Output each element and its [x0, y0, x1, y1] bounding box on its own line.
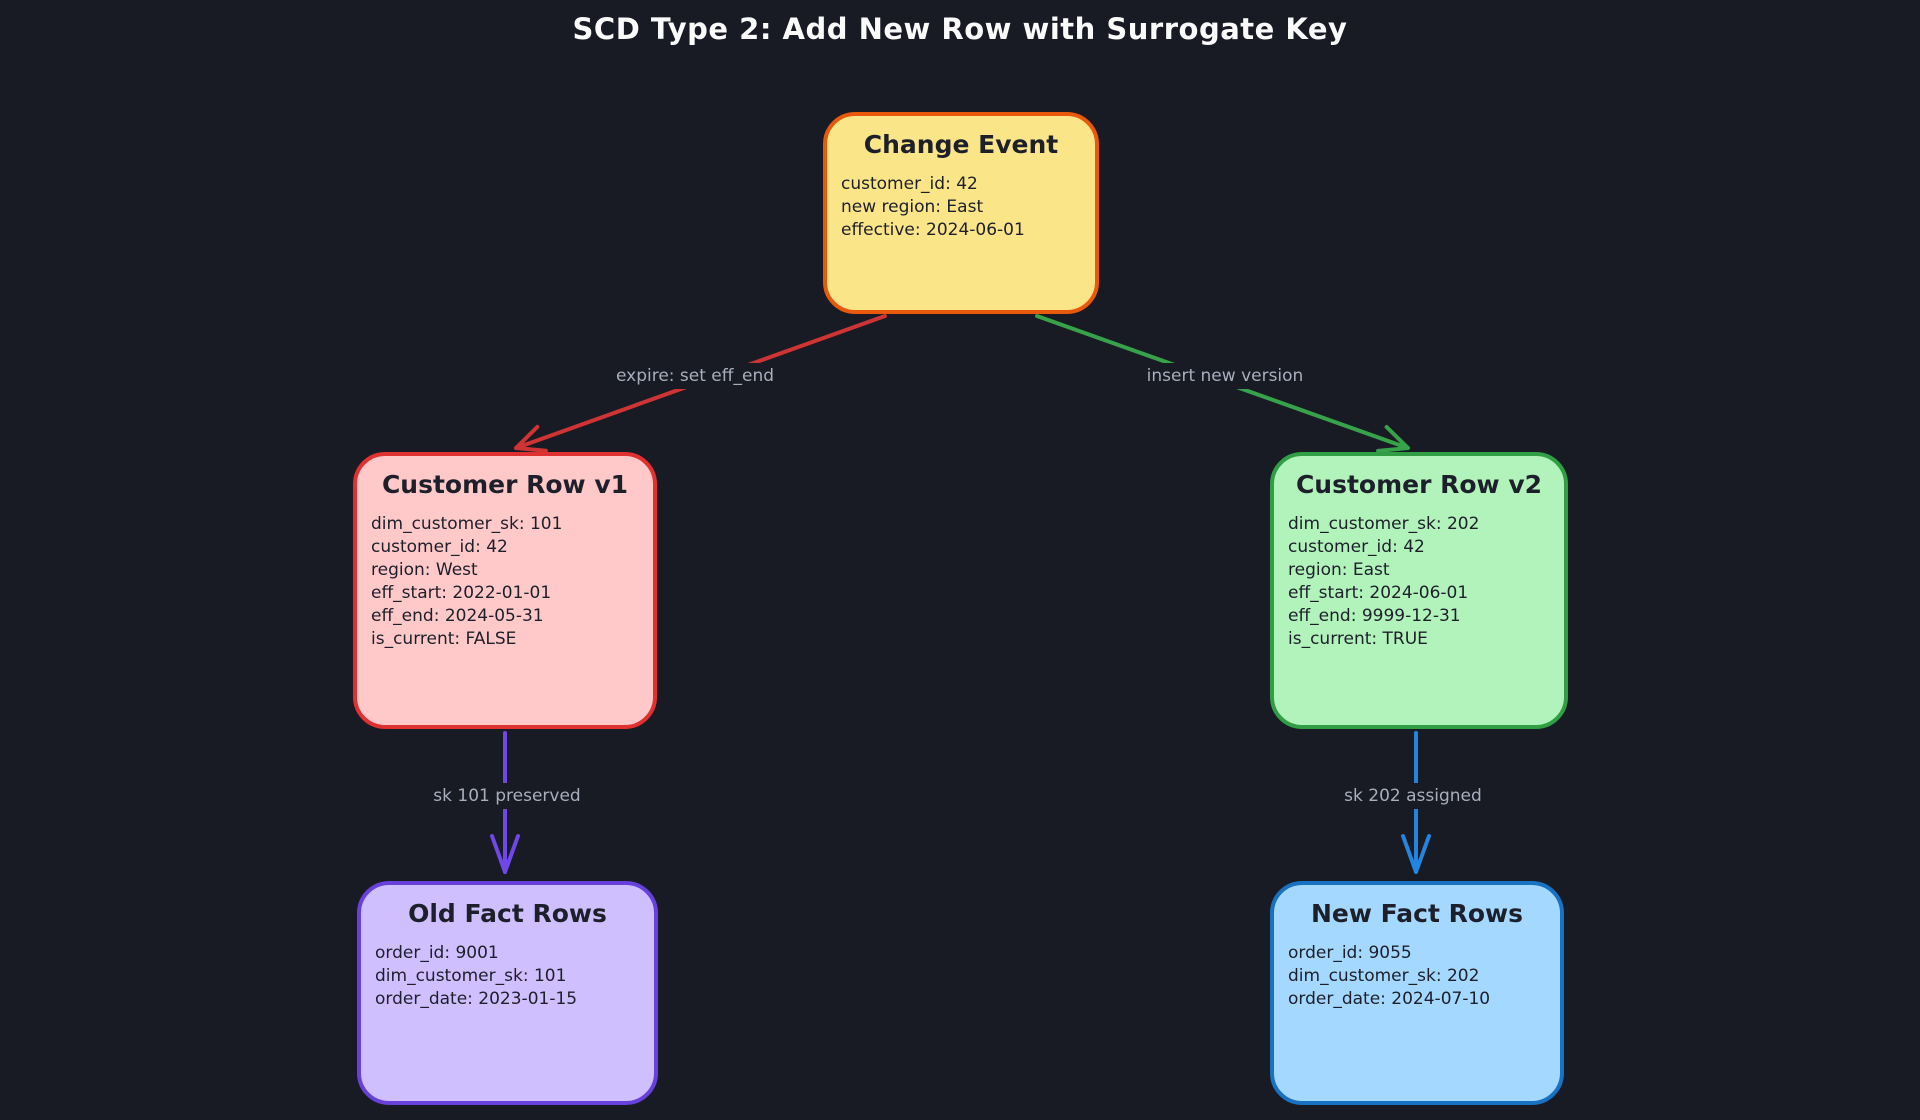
node-field: is_current: FALSE: [371, 629, 517, 649]
node-field: dim_customer_sk: 202: [1288, 514, 1480, 534]
node-change-event: Change Event customer_id: 42 new region:…: [823, 112, 1099, 314]
node-field: dim_customer_sk: 202: [1288, 966, 1480, 986]
node-field: customer_id: 42: [371, 537, 508, 557]
node-field: effective: 2024-06-01: [841, 220, 1025, 240]
node-body: order_id: 9001 dim_customer_sk: 101 orde…: [361, 942, 654, 1011]
edge-label-insert: insert new version: [1137, 363, 1313, 389]
node-field: order_id: 9001: [375, 943, 499, 963]
node-field: eff_start: 2024-06-01: [1288, 583, 1469, 603]
node-field: dim_customer_sk: 101: [371, 514, 563, 534]
edge-label-expire: expire: set eff_end: [606, 363, 784, 389]
diagram-title: SCD Type 2: Add New Row with Surrogate K…: [572, 12, 1348, 46]
node-customer-row-v1: Customer Row v1 dim_customer_sk: 101 cus…: [353, 452, 657, 729]
node-field: region: East: [1288, 560, 1390, 580]
node-title: New Fact Rows: [1310, 899, 1524, 928]
node-field: order_date: 2024-07-10: [1288, 989, 1491, 1009]
node-body: customer_id: 42 new region: East effecti…: [827, 173, 1095, 242]
node-body: dim_customer_sk: 101 customer_id: 42 reg…: [357, 513, 653, 651]
node-field: customer_id: 42: [1288, 537, 1425, 557]
node-field: dim_customer_sk: 101: [375, 966, 567, 986]
node-field: eff_end: 9999-12-31: [1288, 606, 1461, 626]
node-field: new region: East: [841, 197, 984, 217]
node-old-fact-rows: Old Fact Rows order_id: 9001 dim_custome…: [357, 881, 658, 1105]
node-title: Change Event: [863, 130, 1059, 159]
node-field: region: West: [371, 560, 478, 580]
node-field: eff_end: 2024-05-31: [371, 606, 544, 626]
node-field: order_id: 9055: [1288, 943, 1412, 963]
edge-label-assigned: sk 202 assigned: [1335, 783, 1491, 809]
node-title: Customer Row v1: [381, 470, 629, 499]
node-new-fact-rows: New Fact Rows order_id: 9055 dim_custome…: [1270, 881, 1564, 1105]
node-field: eff_start: 2022-01-01: [371, 583, 552, 603]
node-field: customer_id: 42: [841, 174, 978, 194]
node-body: dim_customer_sk: 202 customer_id: 42 reg…: [1274, 513, 1564, 651]
edge-label-preserved: sk 101 preserved: [424, 783, 590, 809]
node-body: order_id: 9055 dim_customer_sk: 202 orde…: [1274, 942, 1560, 1011]
node-field: order_date: 2023-01-15: [375, 989, 578, 1009]
node-field: is_current: TRUE: [1288, 629, 1428, 649]
node-title: Customer Row v2: [1295, 470, 1543, 499]
node-title: Old Fact Rows: [408, 899, 607, 928]
node-customer-row-v2: Customer Row v2 dim_customer_sk: 202 cus…: [1270, 452, 1568, 729]
